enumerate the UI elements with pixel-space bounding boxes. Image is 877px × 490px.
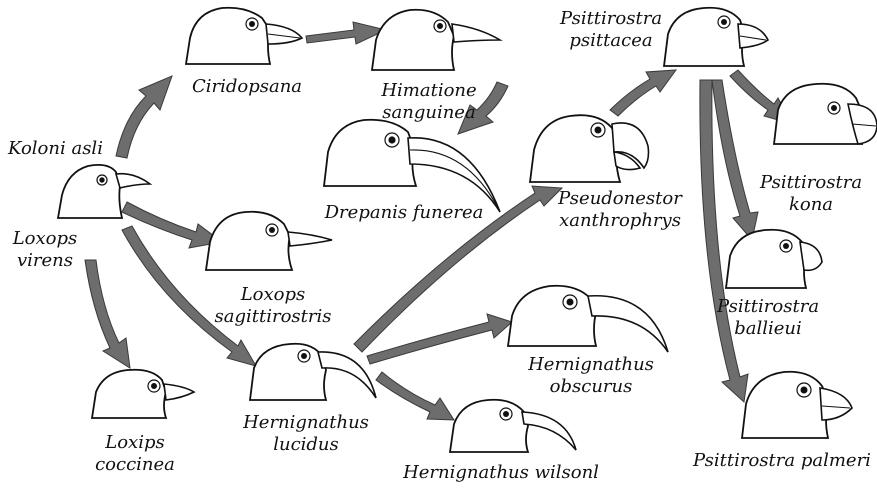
label-loxops-sagittirostris: Loxops sagittirostris: [206, 284, 340, 328]
label-himatione-sanguinea: Himatione sanguinea: [368, 80, 490, 124]
bird-head-loxops-sagittirostris: [206, 212, 332, 270]
label-hernignathus-lucidus: Hernignathus lucidus: [240, 412, 372, 456]
label-hernignathus-obscurus: Hernignathus obscurus: [522, 354, 660, 398]
bird-head-loxips-coccinea: [92, 370, 194, 418]
arrow-to-himatione: [306, 22, 386, 44]
bird-head-hernignathus-lucidus: [250, 344, 376, 400]
bird-head-hernignathus-wilsonl: [450, 400, 576, 452]
label-psittirostra-ballieui: Psittirostra ballieui: [712, 296, 824, 340]
label-koloni-asli: Koloni asli: [8, 138, 103, 160]
bird-head-psittirostra-ballieui: [726, 230, 822, 288]
bird-head-psittirostra-palmeri: [742, 372, 852, 438]
arrow-to-psittirostra-psittacea: [610, 70, 676, 116]
arrow-to-psittirostra-ballieui: [712, 80, 758, 240]
label-loxops-virens: Loxops virens: [12, 228, 78, 272]
label-ciridopsana: Ciridopsana: [188, 76, 306, 98]
bird-head-psittirostra-psittacea: [664, 8, 768, 66]
label-psittirostra-psittacea: Psittirostra psittacea: [558, 8, 664, 52]
arrow-to-hernignathus-wilsonl: [376, 372, 454, 420]
label-drepanis-funerea: Drepanis funerea: [324, 202, 484, 224]
label-psittirostra-kona: Psittirostra kona: [758, 172, 864, 216]
label-pseudonestor-xanthrophrys: Pseudonestor xanthrophrys: [556, 188, 684, 232]
bird-head-ciridopsana: [186, 8, 302, 64]
bird-head-psittirostra-kona: [774, 84, 877, 144]
label-loxips-coccinea: Loxips coccinea: [92, 432, 178, 476]
arrow-to-ciridopsana: [116, 76, 172, 158]
arrow-to-coccinea: [85, 260, 130, 368]
label-psittirostra-palmeri: Psittirostra palmeri: [692, 450, 872, 472]
label-hernignathus-wilsonl: Hernignathus wilsonl: [398, 462, 604, 484]
bird-head-hernignathus-obscurus: [508, 286, 668, 352]
bird-head-pseudonestor-xanthrophrys: [530, 115, 649, 182]
bird-head-himatione-sanguinea: [372, 10, 500, 70]
bird-head-drepanis-funerea: [324, 120, 500, 212]
